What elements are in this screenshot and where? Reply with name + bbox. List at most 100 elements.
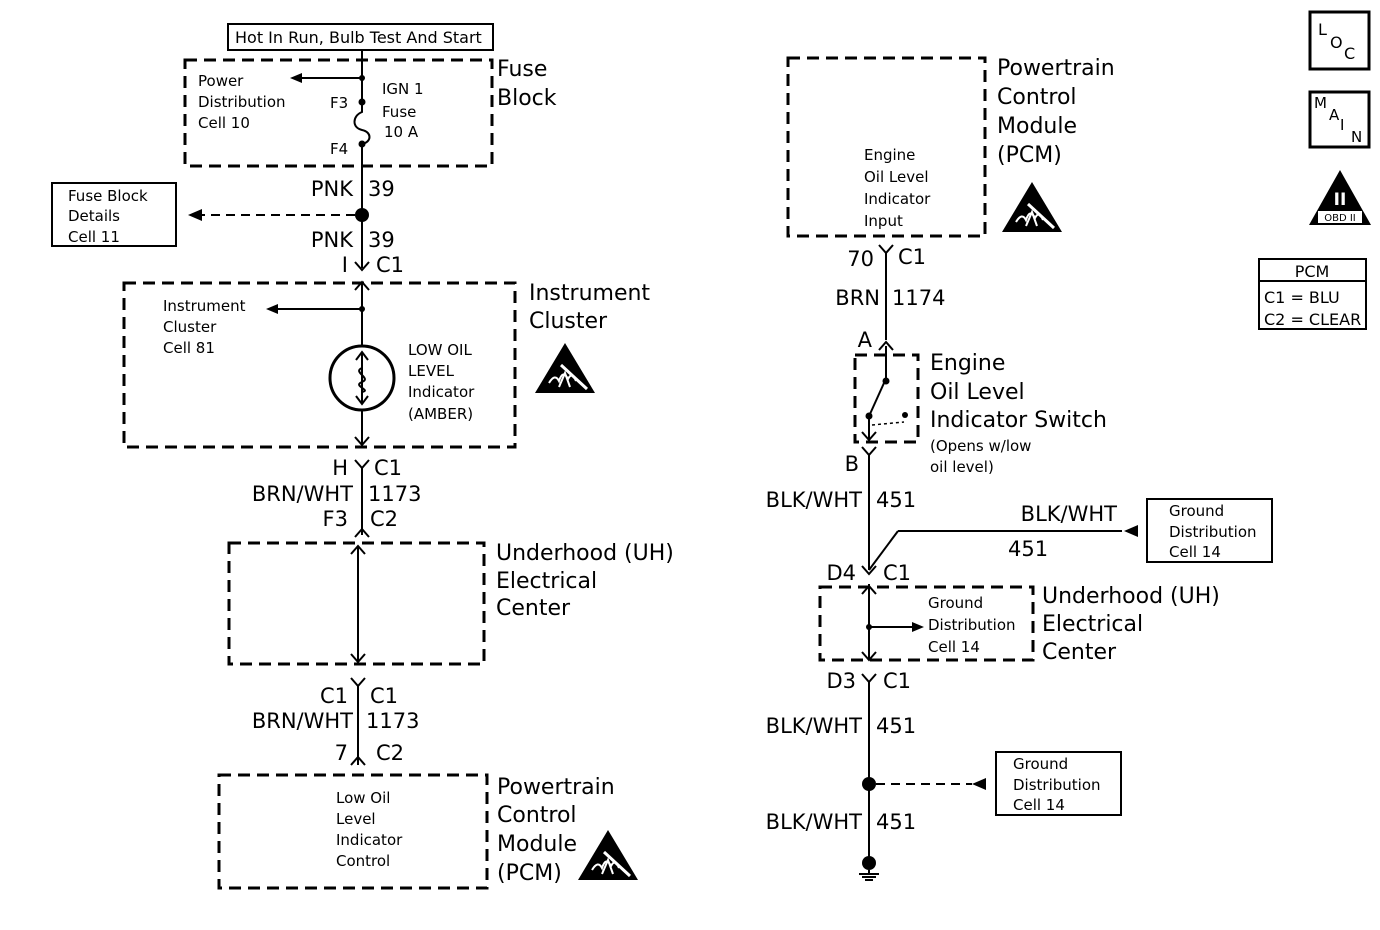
power-source-label: Hot In Run, Bulb Test And Start — [235, 28, 482, 47]
arrow-cluster-ref — [266, 304, 278, 314]
pcm-left-title-3: Module — [497, 832, 577, 857]
pcm-left-inner-4: Control — [336, 852, 390, 870]
oil-level-switch-box — [853, 353, 920, 444]
location-icon[interactable] — [1308, 10, 1371, 71]
connector-uh-right-out-id: C1 — [883, 669, 911, 693]
underhood-right-title-2: Electrical — [1042, 612, 1143, 637]
lamp-label-4: (AMBER) — [408, 405, 473, 423]
wire-pnk-lower-circuit: 39 — [368, 228, 395, 252]
left-circuit: Hot In Run, Bulb Test And Start Fuse Blo… — [51, 23, 674, 890]
pcm-right-inner-1: Engine — [864, 146, 915, 164]
fuse-block-title-2: Block — [497, 86, 557, 111]
switch-float-link — [871, 421, 905, 426]
connector-d3-c1-symbol — [861, 673, 877, 684]
ground-icon — [859, 870, 879, 881]
connector-d4-c1-symbol — [861, 565, 877, 576]
pcm-right-inner-3: Indicator — [864, 190, 931, 208]
pcm-left-inner-3: Indicator — [336, 831, 403, 849]
ground-dist-b-2: Distribution — [1013, 776, 1101, 794]
underhood-right-title-3: Center — [1042, 640, 1117, 665]
ground-point — [862, 856, 876, 870]
connector-b-symbol — [861, 446, 877, 457]
power-distribution-ref-2: Distribution — [198, 93, 286, 111]
wire-brn-color: BRN — [835, 286, 880, 310]
power-distribution-ref-3: Cell 10 — [198, 114, 250, 132]
wire-brnwht-lower-color: BRN/WHT — [252, 709, 353, 733]
connector-cluster-out-pin: H — [332, 456, 348, 480]
pcm-right-inner-2: Oil Level — [864, 168, 929, 186]
fuse-block-details-box — [51, 182, 177, 247]
wire-branch-diagonal — [868, 530, 899, 571]
connector-pcm-left-id: C2 — [376, 741, 404, 765]
underhood-right-arrow-up — [861, 584, 877, 595]
switch-contact-top — [882, 377, 890, 385]
connector-pcm-right-id: C1 — [898, 245, 926, 269]
connector-pcm-left-pin: 7 — [335, 741, 348, 765]
ground-dist-a-1: Ground — [1169, 502, 1224, 520]
connector-pcm-right-pin: 70 — [847, 247, 874, 271]
ground-dist-a-box — [1146, 498, 1273, 563]
pcm-right-title-1: Powertrain — [997, 56, 1115, 81]
connector-uh-right-out-pin: D3 — [826, 669, 856, 693]
connector-c1-c1-symbol — [350, 677, 366, 688]
ground-dist-b-1: Ground — [1013, 755, 1068, 773]
underhood-left-title-1: Underhood (UH) — [496, 541, 674, 566]
pcm-right-title-4: (PCM) — [997, 143, 1062, 168]
underhood-right-ref-3: Cell 14 — [928, 638, 980, 656]
power-source-box — [227, 23, 494, 51]
connector-f3-c2-symbol — [354, 527, 370, 538]
underhood-right-title-1: Underhood (UH) — [1042, 584, 1220, 609]
lamp-filament-coil — [358, 367, 366, 393]
wire-blkwht-2-circuit: 451 — [876, 714, 916, 738]
instrument-cluster-title-1: Instrument — [529, 281, 650, 306]
wire-brnwht-upper-circuit: 1173 — [368, 482, 421, 506]
splice-pnk-39 — [355, 208, 369, 222]
wire-brnwht-upper-color: BRN/WHT — [252, 482, 353, 506]
fuse-rating: 10 A — [384, 123, 419, 141]
pcm-left-title-4: (PCM) — [497, 861, 562, 886]
pcm-right-title-2: Control — [997, 85, 1077, 110]
underhood-right-arrow-down — [861, 651, 877, 662]
fuse-block-box — [183, 58, 494, 168]
underhood-right-ref-1: Ground — [928, 594, 983, 612]
main-letter-i: I — [1340, 116, 1344, 134]
connector-i-c1-symbol — [354, 261, 370, 272]
obd-ii-icon[interactable]: II OBD II — [1309, 170, 1371, 225]
underhood-right-ref-2: Distribution — [928, 616, 1016, 634]
fuse-terminal-f3: F3 — [330, 94, 348, 112]
wire-brnwht-lower-circuit: 1173 — [366, 709, 419, 733]
fuse-name-1: IGN 1 — [382, 80, 424, 98]
wire-blkwht-1-color: BLK/WHT — [766, 488, 863, 512]
main-icon[interactable] — [1308, 90, 1371, 149]
pcm-connector-table — [1258, 258, 1367, 330]
fuse-symbol — [353, 102, 371, 145]
wire-blkwht-1-circuit: 451 — [876, 488, 916, 512]
underhood-arrow-down — [350, 653, 366, 664]
connector-uh-right-in-id: C1 — [883, 561, 911, 585]
lamp-label-2: LEVEL — [408, 362, 455, 380]
fuse-block-title-1: Fuse — [497, 57, 547, 82]
power-distribution-ref-1: Power — [198, 72, 244, 90]
pcm-table-title: PCM — [1295, 262, 1330, 281]
instrument-cluster-box — [122, 281, 517, 449]
underhood-box-left — [227, 541, 486, 666]
legend: L O C M A I N II OBD II PCM C1 = BLU C2 … — [1258, 10, 1371, 330]
switch-blade — [869, 382, 885, 415]
switch-pin-a: A — [858, 328, 873, 352]
wire-pnk-upper-color: PNK — [311, 177, 354, 201]
connector-cluster-in-pin: I — [342, 253, 348, 277]
loc-letter-c: C — [1344, 44, 1355, 63]
arrow-ground-dist-a — [1124, 525, 1138, 537]
main-letter-m: M — [1314, 94, 1327, 112]
underhood-left-title-3: Center — [496, 596, 571, 621]
fuse-terminal-f4: F4 — [330, 140, 348, 158]
lamp-label-1: LOW OIL — [408, 341, 472, 359]
obd-numeral: II — [1334, 190, 1347, 210]
underhood-box-right — [818, 585, 1035, 662]
main-letter-n: N — [1351, 128, 1362, 146]
ground-dist-b-3: Cell 14 — [1013, 796, 1065, 814]
wire-blkwht-2-color: BLK/WHT — [766, 714, 863, 738]
wire-branch-color: BLK/WHT — [1021, 502, 1118, 526]
obd-label: OBD II — [1324, 213, 1356, 224]
connector-cluster-in-id: C1 — [376, 253, 404, 277]
